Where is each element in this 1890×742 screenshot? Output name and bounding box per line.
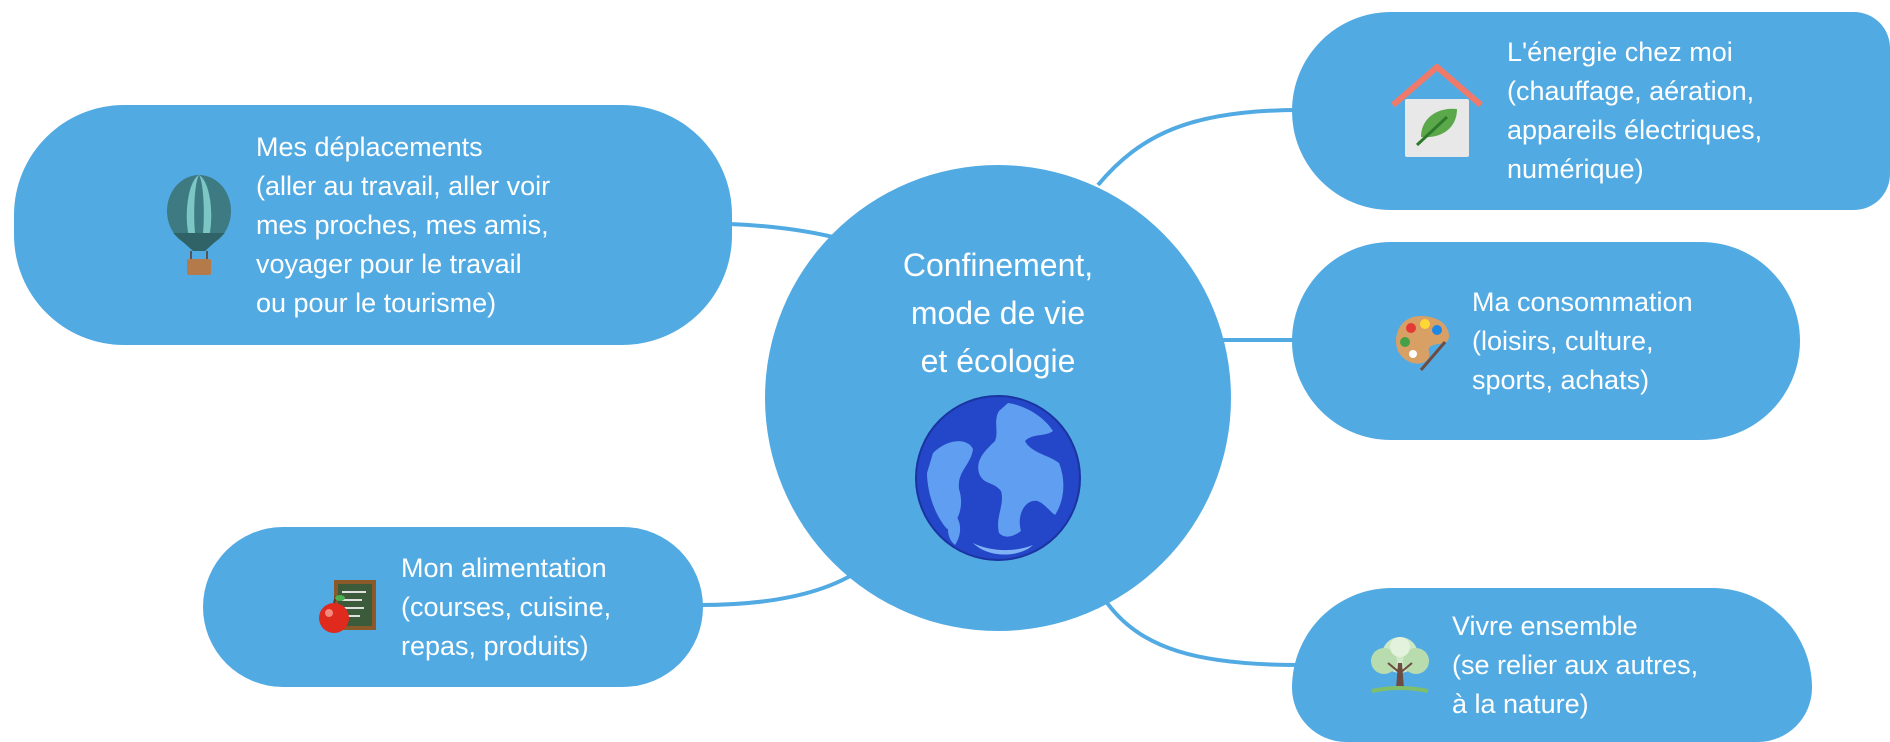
branch-line: à la nature) [1452, 688, 1589, 719]
branch-deplacements[interactable]: Mes déplacements (aller au travail, alle… [14, 105, 732, 345]
eco-house-leaf-icon [1387, 61, 1487, 161]
branch-energie-text: L'énergie chez moi (chauffage, aération,… [1507, 33, 1762, 189]
branch-line: Vivre ensemble [1452, 610, 1638, 641]
branch-line: ou pour le tourisme) [256, 287, 497, 318]
central-title-line: mode de vie [910, 295, 1086, 331]
branch-consommation-text: Ma consommation (loisirs, culture, sport… [1472, 283, 1693, 400]
globe-icon [913, 393, 1083, 568]
branch-line: appareils électriques, [1507, 115, 1763, 145]
branch-line: mes proches, mes amis, [256, 209, 549, 240]
branch-line: L'énergie chez moi [1507, 37, 1733, 67]
branch-ensemble-text: Vivre ensemble (se relier aux autres, à … [1452, 607, 1698, 724]
hot-air-balloon-icon [154, 170, 244, 280]
branch-line: (loisirs, culture, [1472, 325, 1654, 356]
connector-alimentation [699, 568, 862, 607]
branch-line: (courses, cuisine, [401, 591, 612, 622]
branch-ensemble[interactable]: Vivre ensemble (se relier aux autres, à … [1292, 588, 1812, 742]
central-title-line: et écologie [920, 343, 1076, 379]
branch-energie[interactable]: L'énergie chez moi (chauffage, aération,… [1292, 12, 1890, 210]
branch-deplacements-text: Mes déplacements (aller au travail, alle… [256, 128, 550, 323]
connector-energie [1096, 108, 1301, 187]
apple-chalkboard-icon [315, 575, 379, 639]
branch-line: sports, achats) [1472, 364, 1650, 395]
tree-icon [1365, 630, 1435, 700]
branch-line: Mon alimentation [401, 552, 607, 583]
branch-line: (se relier aux autres, [1452, 649, 1699, 680]
branch-line: Mes déplacements [256, 131, 483, 162]
branch-line: numérique) [1507, 154, 1644, 184]
branch-consommation[interactable]: Ma consommation (loisirs, culture, sport… [1292, 242, 1800, 440]
branch-alimentation-text: Mon alimentation (courses, cuisine, repa… [401, 549, 611, 666]
branch-line: (chauffage, aération, [1507, 76, 1755, 106]
branch-line: voyager pour le travail [256, 248, 522, 279]
branch-alimentation[interactable]: Mon alimentation (courses, cuisine, repa… [203, 527, 703, 687]
central-title-line: Confinement, [902, 247, 1094, 283]
connector-ensemble [1103, 598, 1301, 667]
branch-line: (aller au travail, aller voir [256, 170, 551, 201]
central-topic-title: Confinement, mode de vie et écologie [765, 241, 1231, 385]
branch-line: Ma consommation [1472, 286, 1693, 317]
paint-palette-icon [1390, 309, 1454, 373]
central-topic[interactable]: Confinement, mode de vie et écologie [765, 165, 1231, 631]
branch-line: repas, produits) [401, 630, 589, 661]
